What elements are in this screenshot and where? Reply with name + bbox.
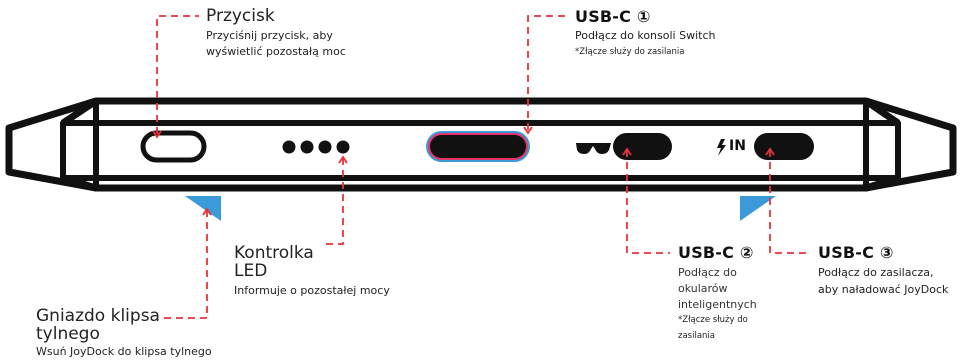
callout-arrowheads bbox=[152, 126, 775, 216]
led-callout-title-2: LED bbox=[234, 261, 268, 281]
usb-c-port-2[interactable] bbox=[613, 133, 672, 160]
button-callout-title: Przycisk bbox=[206, 6, 275, 26]
usbc2-callout-desc-2: okularów bbox=[678, 282, 728, 295]
lightning-icon bbox=[717, 139, 726, 156]
clip-socket-left bbox=[185, 196, 221, 221]
usbc1-callout-note: *Złącze służy do zasilania bbox=[575, 47, 685, 57]
glasses-icon bbox=[576, 143, 611, 154]
usbc2-callout-desc-1: Podłącz do bbox=[678, 266, 737, 279]
callout-lines bbox=[156, 15, 810, 319]
usbc3-callout-title: USB-C ③ bbox=[818, 243, 894, 262]
usb-c-port-3[interactable] bbox=[754, 133, 814, 160]
usbc1-callout-title: USB-C ① bbox=[575, 7, 651, 26]
clip-callout-desc: Wsuń JoyDock do klipsa tylnego bbox=[36, 345, 212, 358]
led-callout-title-1: Kontrolka bbox=[234, 243, 314, 263]
usbc2-callout-desc-3: inteligentnych bbox=[678, 298, 757, 311]
clip-socket-right bbox=[740, 196, 776, 221]
usbc1-callout-desc: Podłącz do konsoli Switch bbox=[575, 29, 716, 42]
usbc2-callout-note-2: zasilania bbox=[678, 331, 715, 341]
in-label: IN bbox=[729, 138, 746, 154]
usb-c-port-1[interactable] bbox=[426, 131, 530, 162]
clip-callout-title-2: tylnego bbox=[36, 324, 100, 344]
power-button-icon[interactable] bbox=[140, 130, 207, 163]
clip-callout-title-1: Gniazdo klipsa bbox=[36, 306, 160, 326]
button-callout-desc-1: Przyciśnij przycisk, aby bbox=[206, 29, 333, 42]
usbc2-callout-note-1: *Złącze służy do bbox=[678, 315, 748, 325]
usbc3-callout-desc-1: Podłącz do zasilacza, bbox=[818, 266, 934, 279]
led-indicator-icon bbox=[282, 140, 350, 154]
usbc3-callout-desc-2: aby naładować JoyDock bbox=[818, 283, 949, 296]
usbc2-callout-title: USB-C ② bbox=[678, 243, 754, 262]
button-callout-desc-2: wyświetlić pozostałą moc bbox=[206, 45, 346, 58]
led-callout-desc: Informuje o pozostałej mocy bbox=[234, 284, 390, 297]
